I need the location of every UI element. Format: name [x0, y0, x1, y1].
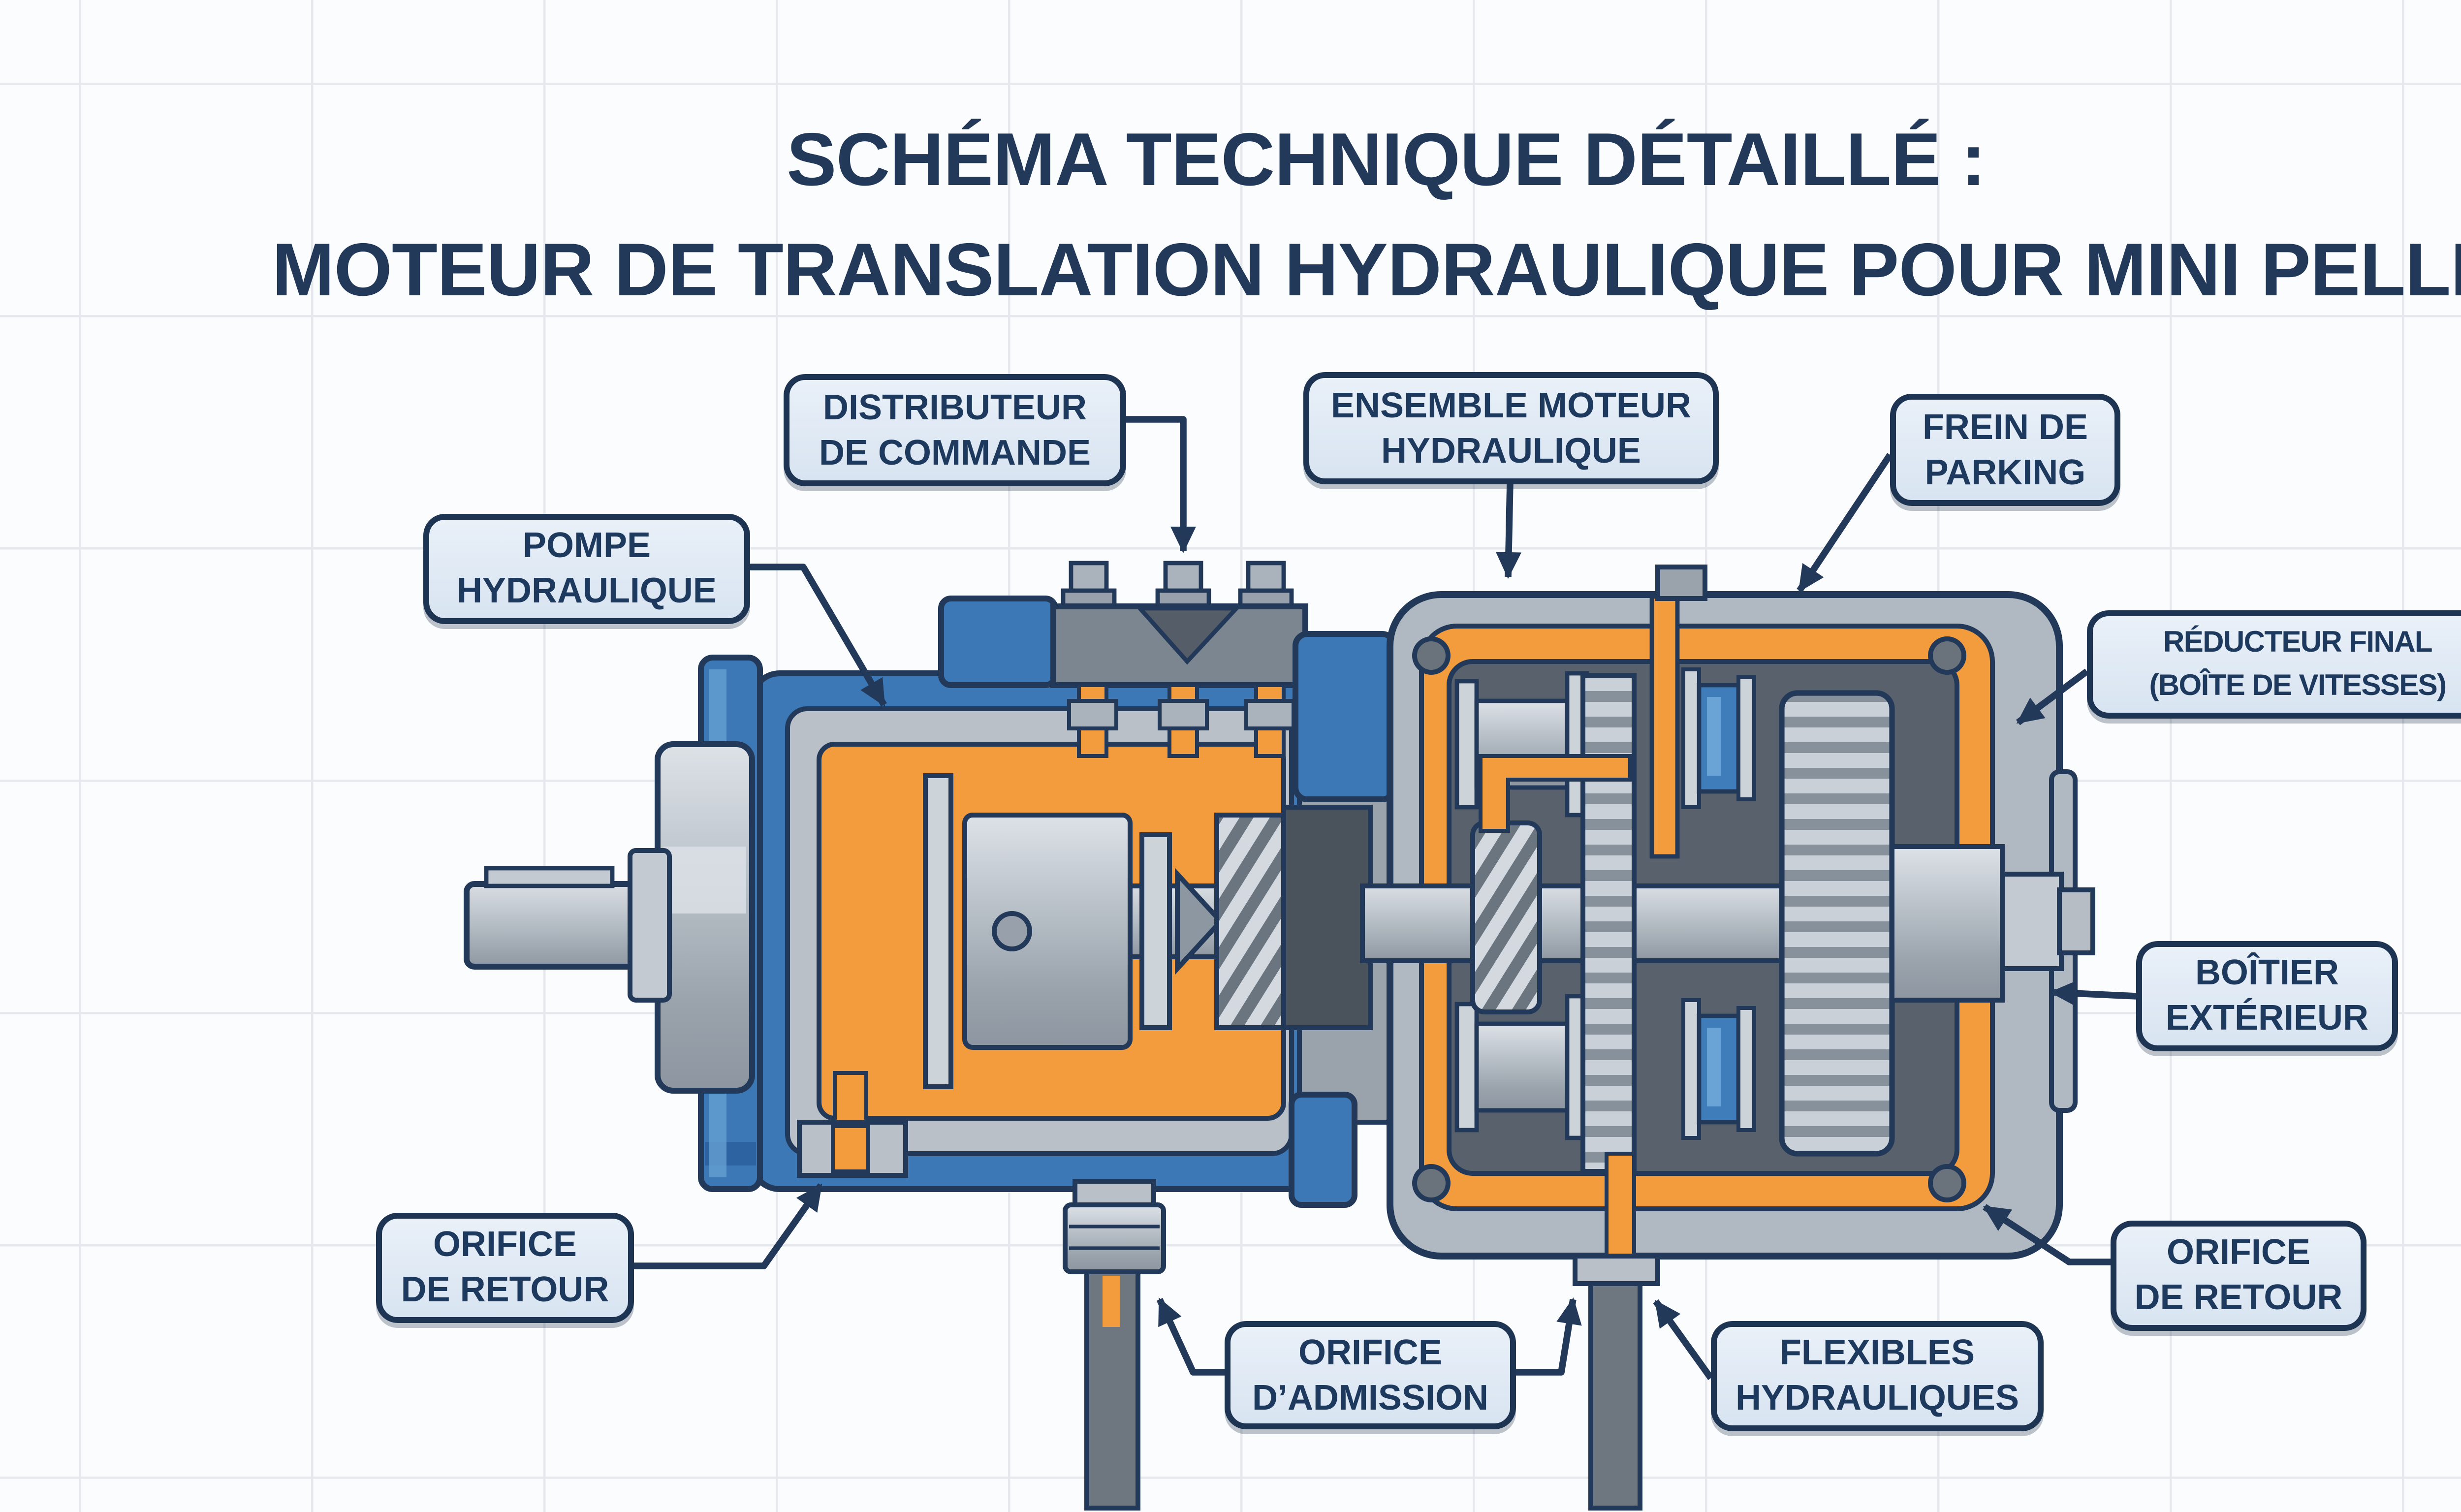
- hydraulic-pump-assembly: [464, 561, 1330, 1511]
- leader-frein-parking: [1797, 453, 1893, 593]
- flange-disc: [1454, 1002, 1479, 1133]
- label-line: EXTÉRIEUR: [2165, 998, 2369, 1038]
- leader-flexibles: [1653, 1299, 1714, 1380]
- label-orifice-de-retour-gauche: ORIFICE DE RETOUR: [376, 1213, 634, 1323]
- label-line: DE RETOUR: [401, 1270, 609, 1309]
- intake-pipe-core: [1103, 1276, 1120, 1327]
- oil-channel-upper: [1479, 754, 1632, 833]
- valve-port-collar: [1244, 699, 1295, 730]
- label-line: POMPE: [522, 526, 651, 565]
- leader-admission-gauche: [1156, 1297, 1225, 1376]
- ring-gear: [1779, 690, 1895, 1157]
- brake-plate: [1681, 667, 1701, 809]
- leader-ensemble-moteur: [1496, 482, 1522, 579]
- swash-plate: [923, 773, 953, 1089]
- label-reducteur-final: RÉDUCTEUR FINAL (BOÎTE DE VITESSES): [2087, 610, 2461, 719]
- leader-reducteur: [2016, 668, 2089, 725]
- label-orifice-admission: ORIFICE D’ADMISSION: [1225, 1321, 1516, 1429]
- label-line: D’ADMISSION: [1252, 1377, 1488, 1417]
- label-line: HYDRAULIQUES: [1735, 1378, 2019, 1418]
- motor-port-collar: [1573, 1254, 1660, 1286]
- hose-pipe: [1588, 1281, 1642, 1511]
- label-distributeur-de-commande: DISTRIBUTEUR DE COMMANDE: [784, 374, 1126, 486]
- label-line: ORIFICE: [1298, 1332, 1442, 1371]
- valve-notch: [1135, 606, 1242, 665]
- label-line: DE RETOUR: [2134, 1278, 2343, 1317]
- junction-blue-upper: [1293, 631, 1397, 802]
- drive-shaft-key: [484, 866, 615, 888]
- piston-detail: [992, 911, 1032, 951]
- output-stub: [2057, 887, 2095, 955]
- brake-plate: [1681, 998, 1701, 1140]
- page-title-line2: MOTEUR DE TRANSLATION HYDRAULIQUE POUR M…: [272, 230, 2461, 313]
- page-title-line1: SCHÉMA TECHNIQUE DÉTAILLÉ :: [787, 120, 1986, 203]
- label-orifice-de-retour-droit: ORIFICE DE RETOUR: [2111, 1221, 2366, 1331]
- port-plate: [1139, 832, 1172, 1030]
- leader-retour-gauche: [634, 1183, 824, 1269]
- label-line: DISTRIBUTEUR: [823, 387, 1087, 426]
- label-line: HYDRAULIQUE: [456, 571, 717, 610]
- label-boitier-exterieur: BOÎTIER EXTÉRIEUR: [2136, 941, 2398, 1051]
- label-line: HYDRAULIQUE: [1381, 430, 1641, 470]
- brake-bushing-highlight: [1707, 697, 1721, 776]
- casing-bolt: [1412, 636, 1451, 675]
- brake-plate: [1736, 675, 1756, 801]
- drive-shaft: [464, 881, 651, 970]
- gear-plate-stack: [1580, 673, 1637, 1174]
- label-ensemble-moteur-hydraulique: ENSEMBLE MOTEUR HYDRAULIQUE: [1303, 372, 1719, 484]
- return-port-left-core: [831, 1124, 870, 1173]
- piston-cylinder: [1474, 1021, 1570, 1113]
- label-line: RÉDUCTEUR FINAL: [2163, 625, 2433, 659]
- brake-bushing-highlight: [1707, 1028, 1721, 1106]
- casing-bolt: [1928, 636, 1966, 675]
- pump-bevel-gear: [1214, 813, 1290, 1030]
- valve-cone: [1175, 868, 1224, 975]
- helical-rotor: [1470, 820, 1542, 1014]
- leader-retour-droit: [1983, 1204, 2111, 1265]
- casing-top-stud: [1655, 565, 1707, 601]
- page-title: SCHÉMA TECHNIQUE DÉTAILLÉ : MOTEUR DE TR…: [0, 106, 2461, 327]
- label-line: (BOÎTE DE VITESSES): [2149, 668, 2447, 702]
- intake-fitting: [1063, 1202, 1166, 1274]
- leader-boitier: [2050, 980, 2137, 1007]
- label-line: ENSEMBLE MOTEUR: [1330, 385, 1691, 424]
- leader-admission-droite: [1516, 1297, 1582, 1376]
- oil-channel-lower: [1605, 1152, 1636, 1258]
- label-line: PARKING: [1925, 452, 2086, 491]
- hydraulic-motor-gearbox: [1360, 565, 2095, 1511]
- bearing-block-band: [663, 847, 746, 914]
- label-pompe-hydraulique: POMPE HYDRAULIQUE: [423, 514, 750, 624]
- pump-housing-top-step: [938, 596, 1058, 688]
- label-line: ORIFICE: [2166, 1232, 2310, 1272]
- callout-leader-lines: [634, 416, 2137, 1380]
- leader-pompe: [750, 564, 887, 707]
- valve-port-collar: [1158, 699, 1209, 730]
- label-line: FREIN DE: [1922, 407, 2088, 446]
- brake-coupling: [1281, 805, 1373, 1030]
- junction-blue-lower: [1289, 1092, 1357, 1208]
- gear-hub: [1890, 844, 2005, 1003]
- parking-brake-lower: [1681, 998, 1756, 1140]
- leader-distributeur: [1126, 416, 1196, 553]
- valve-port-collar: [1067, 699, 1118, 730]
- label-line: ORIFICE: [433, 1225, 577, 1264]
- brake-plate: [1736, 1006, 1756, 1132]
- label-flexibles-hydrauliques: FLEXIBLES HYDRAULIQUES: [1711, 1321, 2044, 1431]
- label-line: DE COMMANDE: [819, 432, 1091, 472]
- label-frein-de-parking: FREIN DE PARKING: [1890, 394, 2120, 506]
- piston-block: [962, 813, 1133, 1050]
- label-line: FLEXIBLES: [1779, 1333, 1975, 1372]
- output-hub: [2000, 872, 2064, 971]
- casing-bolt: [1412, 1164, 1451, 1202]
- parking-brake-upper: [1681, 667, 1756, 809]
- label-line: BOÎTIER: [2195, 953, 2339, 992]
- feed-channel-vertical: [1649, 594, 1680, 859]
- shaft-collar: [628, 848, 672, 1003]
- control-valve-block: [1050, 561, 1308, 688]
- casing-bolt: [1928, 1164, 1966, 1202]
- flange-disc: [1454, 679, 1479, 810]
